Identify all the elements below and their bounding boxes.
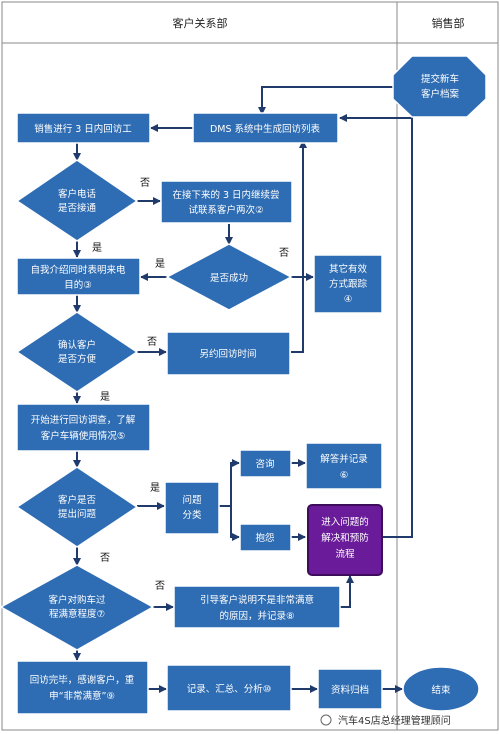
- label-issue-yes: 是: [150, 482, 160, 494]
- node-text: 进入问题的解决和预防流程: [321, 516, 369, 560]
- lane-header-customer-relations: 客户关系部: [173, 16, 228, 30]
- node-text: 结束: [431, 684, 451, 696]
- node-text: 另约回访时间: [199, 348, 256, 360]
- node-text: 在接下来的 3 日内继续尝试联系客户两次②: [172, 189, 279, 216]
- node-text: 咨询: [255, 458, 274, 470]
- label-satisfy-no: 否: [155, 580, 165, 592]
- label-confirm-yes: 是: [100, 391, 110, 403]
- node-guide-reason: 引导客户说明不是非常满意的原因，并记录⑧: [173, 585, 341, 629]
- node-text: 提交新车客户档案: [421, 73, 460, 100]
- node-self-intro: 自我介绍同时表明来电目的③: [16, 257, 141, 296]
- node-reschedule-visit: 另约回访时间: [166, 331, 291, 376]
- node-text: 客户电话是否接通: [58, 188, 97, 214]
- decision-success: 是否成功: [165, 243, 293, 311]
- node-dms-visit-list: DMS 系统中生成回访列表: [192, 112, 339, 144]
- lane-header-sales: 销售部: [432, 16, 465, 30]
- node-sales-3day-visit: 销售进行 3 日内回访工: [16, 112, 151, 144]
- wechat-icon: [320, 714, 332, 726]
- node-text: 记录、汇总、分析⑩: [187, 683, 272, 695]
- node-text: 资料归档: [331, 684, 369, 696]
- label-phone-no: 否: [140, 177, 150, 189]
- node-text: 自我介绍同时表明来电目的③: [30, 264, 126, 291]
- decision-customer-issue: 客户是否提出问题: [15, 466, 139, 548]
- node-retry-contact: 在接下来的 3 日内继续尝试联系客户两次②: [160, 180, 293, 224]
- label-confirm-no: 否: [147, 336, 157, 348]
- node-text: 引导客户说明不是非常满意的原因，并记录⑧: [200, 594, 314, 622]
- node-problem-resolution-process: 进入问题的解决和预防流程: [307, 504, 383, 576]
- node-text: DMS 系统中生成回访列表: [210, 123, 321, 135]
- node-finish-thanks: 回访完毕，感谢客户，重申“非常满意”⑨: [16, 660, 149, 715]
- decision-phone-connected: 客户电话是否接通: [15, 159, 139, 242]
- connectors: [73, 86, 413, 693]
- watermark-text: 汽车4S店总经理管理顾问: [338, 714, 451, 727]
- node-start-survey: 开始进行回访调查，了解客户车辆使用情况⑤: [16, 403, 151, 452]
- node-text: 是否成功: [210, 272, 248, 284]
- node-end: 结束: [402, 666, 480, 712]
- node-text: 抱怨: [255, 532, 275, 544]
- node-text: 问题分类: [182, 494, 202, 521]
- label-issue-no: 否: [100, 552, 110, 564]
- label-phone-yes: 是: [92, 242, 102, 254]
- node-submit-new-car-file: 提交新车客户档案: [392, 55, 487, 118]
- label-success-yes: 是: [155, 258, 165, 270]
- node-complaint: 抱怨: [239, 523, 292, 552]
- decision-customer-convenient: 确认客户是否方便: [15, 311, 139, 393]
- node-archive: 资料归档: [317, 668, 383, 710]
- watermark: 汽车4S店总经理管理顾问: [320, 714, 451, 727]
- node-text: 客户是否提出问题: [58, 494, 97, 520]
- node-text: 销售进行 3 日内回访工: [34, 123, 132, 135]
- node-text: 回访完毕，感谢客户，重申“非常满意”⑨: [30, 674, 135, 702]
- node-issue-classify: 问题分类: [164, 481, 220, 535]
- label-success-no: 否: [279, 247, 289, 259]
- decision-satisfaction: 客户对购车过程满意程度⑦: [0, 564, 155, 651]
- node-record-analyze: 记录、汇总、分析⑩: [166, 664, 292, 712]
- node-text: 客户对购车过程满意程度⑦: [48, 594, 106, 620]
- node-text: 开始进行回访调查，了解客户车辆使用情况⑤: [31, 414, 136, 442]
- node-inquiry: 咨询: [239, 449, 292, 478]
- node-text: 确认客户是否方便: [58, 339, 97, 365]
